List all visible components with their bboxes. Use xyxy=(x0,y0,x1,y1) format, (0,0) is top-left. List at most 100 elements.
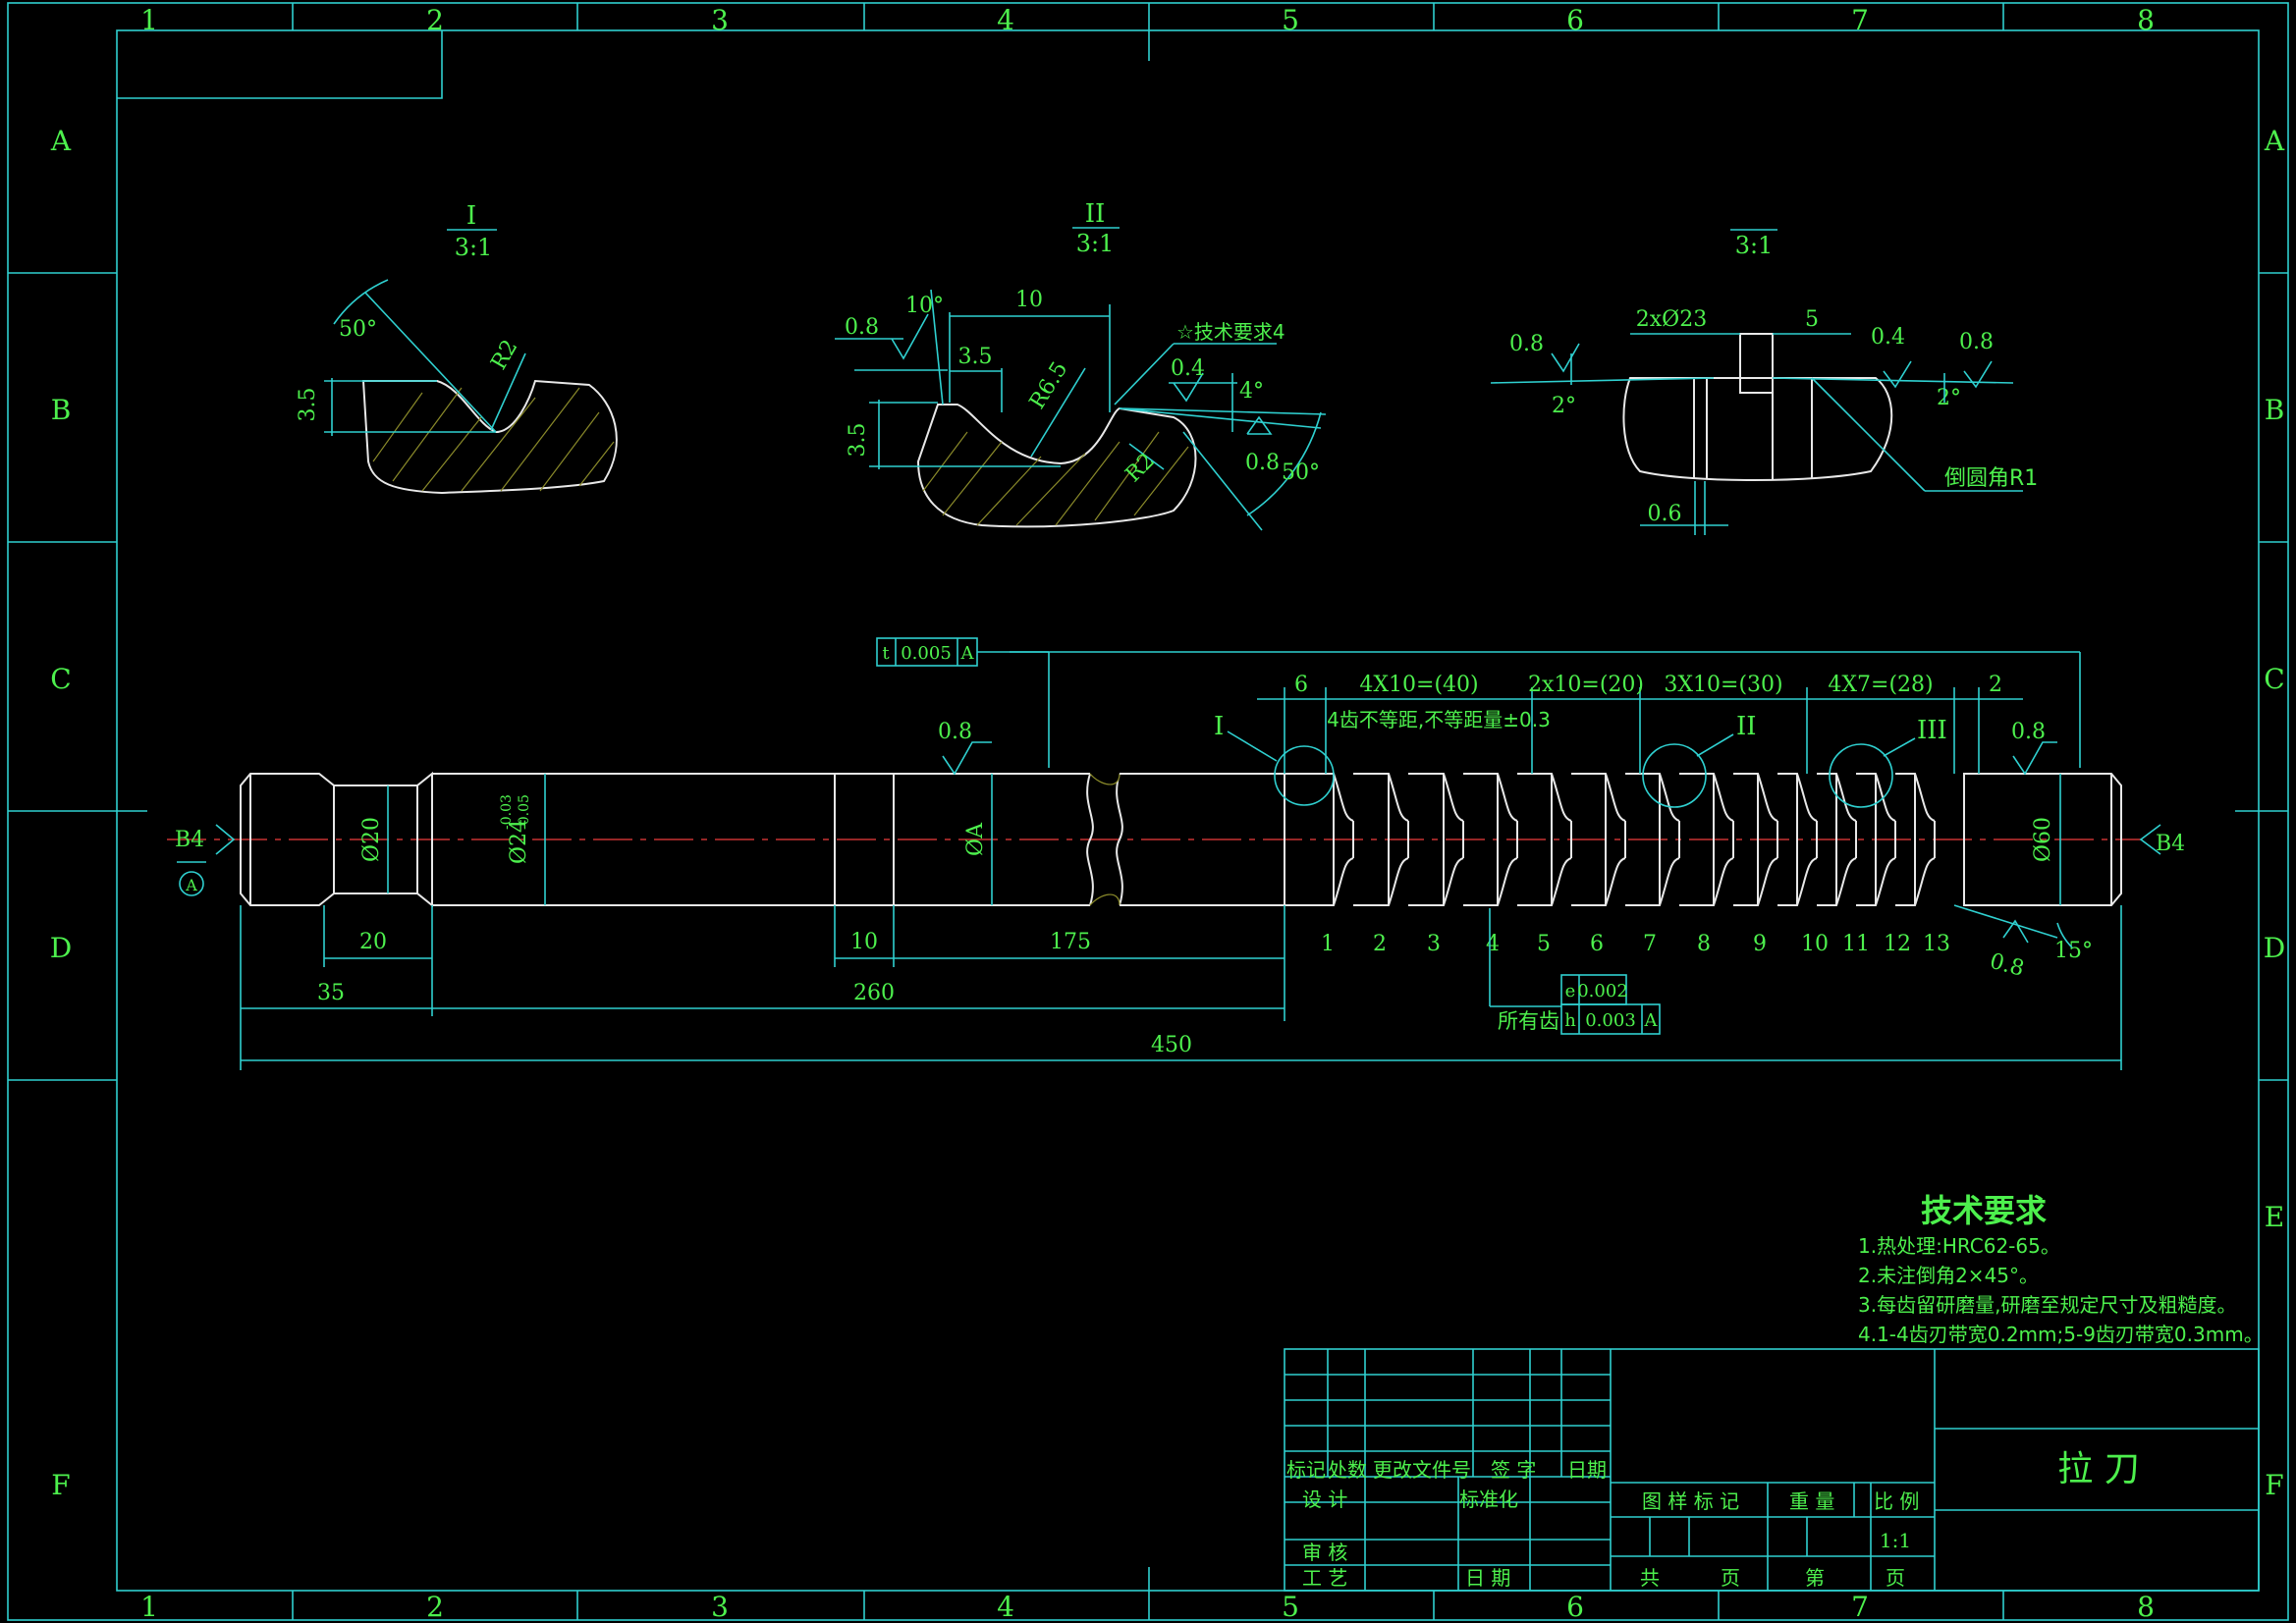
dim-dA: ØA xyxy=(963,822,988,856)
tooth xyxy=(1856,773,1896,906)
col-label: 6 xyxy=(1566,1591,1584,1623)
dim-pitch-group4: 4X7=(28) xyxy=(1828,673,1933,697)
tooth xyxy=(1353,773,1409,906)
col-label: 8 xyxy=(2137,1591,2155,1623)
col-label: 3 xyxy=(711,1591,729,1623)
frame-value: 0.003 xyxy=(1585,1010,1636,1031)
rev-header: 更改文件号 xyxy=(1373,1458,1471,1482)
col-label: 7 xyxy=(1851,1591,1869,1623)
dim-d20: Ø20 xyxy=(359,817,384,862)
roughness-top-left: 0.8 xyxy=(938,720,972,744)
tech-item: 3.每齿留研磨量,研磨至规定尺寸及粗糙度。 xyxy=(1858,1293,2236,1317)
tooth xyxy=(1625,773,1680,906)
tooth xyxy=(1733,773,1778,906)
tooth-number: 2 xyxy=(1373,932,1387,956)
tooth-number: 7 xyxy=(1643,932,1657,956)
tooth-number: 8 xyxy=(1697,932,1711,956)
review-label: 审 核 xyxy=(1302,1541,1347,1564)
dim-angle: 50° xyxy=(339,317,377,342)
dim-len35: 35 xyxy=(317,981,345,1005)
detail-view-2: II 3:1 3.5 10 3.5 10° 0.8 R6.5 ☆技术要求4 xyxy=(835,199,1327,531)
col-label: 3 xyxy=(711,4,729,36)
dim-angle-right: 4° xyxy=(1239,379,1264,404)
row-label: D xyxy=(50,932,72,964)
tooth xyxy=(1817,773,1857,906)
tech-item: 2.未注倒角2×45°。 xyxy=(1858,1264,2039,1287)
tooth xyxy=(1571,773,1626,906)
frame-value: 0.005 xyxy=(901,643,952,664)
dim-pitch-group3: 3X10=(30) xyxy=(1664,673,1782,697)
tooth-number: 4 xyxy=(1486,932,1500,956)
detail-view-3: 3:1 0.8 2° 2xØ23 5 0.4 0.8 2° 倒圆角R1 0.6 xyxy=(1490,229,2038,535)
rev-header: 处数 xyxy=(1328,1458,1367,1482)
dim-width: 10 xyxy=(1015,288,1043,312)
rev-header: 日期 xyxy=(1567,1458,1607,1482)
dim-pitch-group2: 2x10=(20) xyxy=(1528,673,1644,697)
row-label: C xyxy=(2264,663,2284,695)
dim-d24-lower: -0.05 xyxy=(517,794,532,830)
dim-land: 0.6 xyxy=(1648,502,1682,526)
sheet-frame: 1 2 3 4 5 6 7 8 1 2 3 4 5 6 7 8 A B C D … xyxy=(7,2,2289,1623)
dim-radius: R2 xyxy=(487,336,523,374)
page-label: 页 xyxy=(1886,1566,1905,1590)
scale-value: 1:1 xyxy=(1880,1529,1911,1552)
dim-len260: 260 xyxy=(853,981,895,1005)
tooth xyxy=(1517,773,1572,906)
dim-depth: 3.5 xyxy=(296,388,320,422)
center-mark-right: B4 xyxy=(2156,832,2185,856)
angle-right: 2° xyxy=(1937,386,1961,410)
callout-I: I xyxy=(1214,712,1224,741)
frame-symbol: e xyxy=(1565,981,1576,1001)
detail-title: I xyxy=(466,201,476,231)
dim-len175: 175 xyxy=(1050,930,1091,954)
main-view: B4 B4 A Ø20 Ø24 -0.03 -0.05 ØA Ø60 t 0.0… xyxy=(167,637,2185,1070)
tooth xyxy=(1298,773,1354,906)
row-label: A xyxy=(50,125,72,157)
roughness-bottom: 0.8 xyxy=(1245,451,1280,475)
tooth xyxy=(1679,773,1734,906)
tech-note-ref: ☆技术要求4 xyxy=(1176,320,1285,344)
tooth-number: 10 xyxy=(1801,932,1829,956)
roughness-left: 0.8 xyxy=(845,315,879,340)
col-label: 8 xyxy=(2137,4,2155,36)
detail-scale: 3:1 xyxy=(455,234,493,261)
dim-pitch2b: 2 xyxy=(1989,673,2002,697)
col-label: 1 xyxy=(140,1591,158,1623)
weight-label: 重 量 xyxy=(1789,1489,1834,1513)
row-label: B xyxy=(51,394,72,426)
col-label: 6 xyxy=(1566,4,1584,36)
row-label: B xyxy=(2265,394,2285,426)
dim-angle-bottom: 50° xyxy=(1282,460,1320,485)
title-block: 标记 处数 更改文件号 签 字 日期 设 计 标准化 审 核 工 艺 日 期 图… xyxy=(1284,1348,2260,1592)
angle-bottom-right: 15° xyxy=(2054,939,2093,963)
tooth-number: 11 xyxy=(1842,932,1870,956)
datum-mark: A xyxy=(185,876,197,894)
standardize-label: 标准化 xyxy=(1459,1488,1518,1511)
center-mark-left: B4 xyxy=(175,828,204,852)
frame-datum: A xyxy=(1644,1010,1659,1031)
row-label: C xyxy=(50,663,71,695)
tooth-number: 9 xyxy=(1753,932,1767,956)
tooth xyxy=(1777,773,1818,906)
tolerance-frame-top: t 0.005 A xyxy=(876,637,2081,768)
tooth-tolerance-frames: e 0.002 h 0.003 A xyxy=(1560,974,1661,1035)
dim-pitch-note: 4齿不等距,不等距量±0.3 xyxy=(1327,708,1551,731)
dim-radius-big: R6.5 xyxy=(1025,357,1073,413)
detail-title: II xyxy=(1085,199,1106,229)
dim-angle-left: 10° xyxy=(905,294,944,318)
roughness-left: 0.8 xyxy=(1509,332,1544,356)
roughness-right: 0.4 xyxy=(1171,356,1205,381)
angle-left: 2° xyxy=(1552,394,1576,418)
col-label: 1 xyxy=(140,4,158,36)
drawing-mark-label: 图 样 标 记 xyxy=(1642,1489,1739,1513)
frame-symbol: h xyxy=(1564,1010,1576,1031)
fillet-note: 倒圆角R1 xyxy=(1944,466,2038,491)
tooth xyxy=(1895,773,1936,906)
dim-len20: 20 xyxy=(359,930,387,954)
total-label: 共 xyxy=(1640,1566,1660,1590)
dim-d60: Ø60 xyxy=(2031,817,2055,862)
row-label: E xyxy=(2265,1201,2284,1233)
no-label: 第 xyxy=(1805,1566,1825,1590)
dim-pitch6: 6 xyxy=(1294,673,1308,697)
dim-width: 5 xyxy=(1805,307,1819,332)
